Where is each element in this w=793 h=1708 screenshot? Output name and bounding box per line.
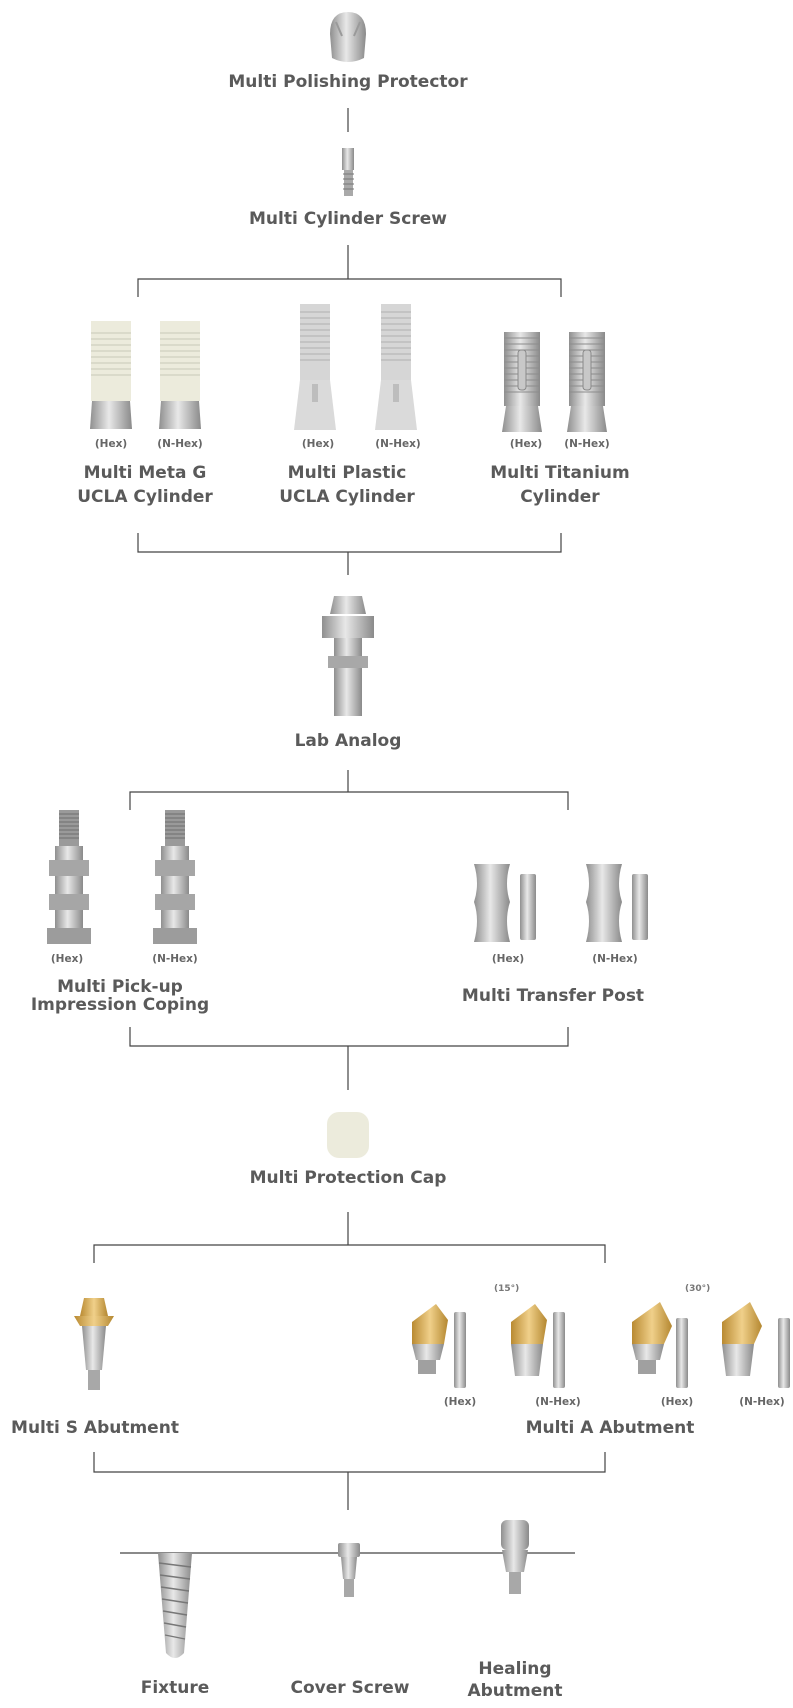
lab-analog-icon	[322, 596, 374, 716]
meta-g-label-2: UCLA Cylinder	[77, 487, 213, 507]
transfer-post-label: Multi Transfer Post	[461, 986, 645, 1006]
plastic-nhex-cylinder-icon	[375, 304, 417, 430]
transfer-post-hex-icon	[474, 864, 536, 942]
meta-g-hex-variant: (Hex)	[94, 438, 128, 450]
a-abutment-15-hex-icon	[412, 1304, 466, 1388]
titanium-nhex-cylinder-icon	[567, 332, 607, 432]
s-abutment-label: Multi S Abutment	[11, 1418, 179, 1438]
pickup-label-2: Impression Coping	[30, 995, 210, 1015]
cover-screw-icon	[338, 1543, 360, 1597]
meta-g-nhex-variant: (N-Hex)	[157, 438, 203, 450]
a-abutment-label: Multi A Abutment	[525, 1418, 695, 1438]
a30-hex-variant: (Hex)	[660, 1396, 694, 1408]
s-abutment-icon	[74, 1298, 114, 1390]
cylinder-screw-icon	[342, 148, 354, 196]
angle-15-label: (15°)	[494, 1284, 520, 1294]
titanium-nhex-variant: (N-Hex)	[564, 438, 610, 450]
titanium-label-2: Cylinder	[520, 487, 600, 507]
healing-label-1: Healing	[478, 1659, 552, 1679]
cover-screw-label: Cover Screw	[290, 1678, 410, 1698]
pickup-nhex-variant: (N-Hex)	[152, 953, 198, 965]
pickup-label-1: Multi Pick-up	[57, 977, 183, 997]
plastic-nhex-variant: (N-Hex)	[375, 438, 421, 450]
fixture-label: Fixture	[140, 1678, 210, 1698]
plastic-hex-cylinder-icon	[294, 304, 336, 430]
titanium-label-1: Multi Titanium	[490, 463, 630, 483]
polishing-protector-label: Multi Polishing Protector	[228, 72, 468, 92]
meta-g-nhex-cylinder-icon	[159, 321, 201, 429]
a15-nhex-variant: (N-Hex)	[535, 1396, 581, 1408]
healing-abutment-icon	[501, 1520, 529, 1594]
cylinder-screw-label: Multi Cylinder Screw	[249, 209, 447, 229]
polishing-protector-icon	[330, 12, 366, 62]
protection-cap-icon	[327, 1112, 369, 1158]
pickup-nhex-coping-icon	[153, 810, 197, 944]
healing-label-2: Abutment	[467, 1681, 563, 1701]
a-abutment-30-hex-icon	[632, 1302, 688, 1388]
transfer-hex-variant: (Hex)	[491, 953, 525, 965]
plastic-label-1: Multi Plastic	[287, 463, 407, 483]
titanium-hex-cylinder-icon	[502, 332, 542, 432]
titanium-hex-variant: (Hex)	[509, 438, 543, 450]
plastic-hex-variant: (Hex)	[301, 438, 335, 450]
lab-analog-label: Lab Analog	[294, 731, 402, 751]
a15-hex-variant: (Hex)	[443, 1396, 477, 1408]
angle-30-label: (30°)	[685, 1284, 711, 1294]
a-abutment-30-nhex-icon	[722, 1302, 790, 1388]
a-abutment-15-nhex-icon	[511, 1304, 565, 1388]
fixture-icon	[158, 1553, 192, 1658]
protection-cap-label: Multi Protection Cap	[249, 1168, 447, 1188]
meta-g-label-1: Multi Meta G	[83, 463, 207, 483]
transfer-nhex-variant: (N-Hex)	[592, 953, 638, 965]
a30-nhex-variant: (N-Hex)	[739, 1396, 785, 1408]
plastic-label-2: UCLA Cylinder	[279, 487, 415, 507]
pickup-hex-variant: (Hex)	[50, 953, 84, 965]
meta-g-hex-cylinder-icon	[90, 321, 132, 429]
pickup-hex-coping-icon	[47, 810, 91, 944]
transfer-post-nhex-icon	[586, 864, 648, 942]
